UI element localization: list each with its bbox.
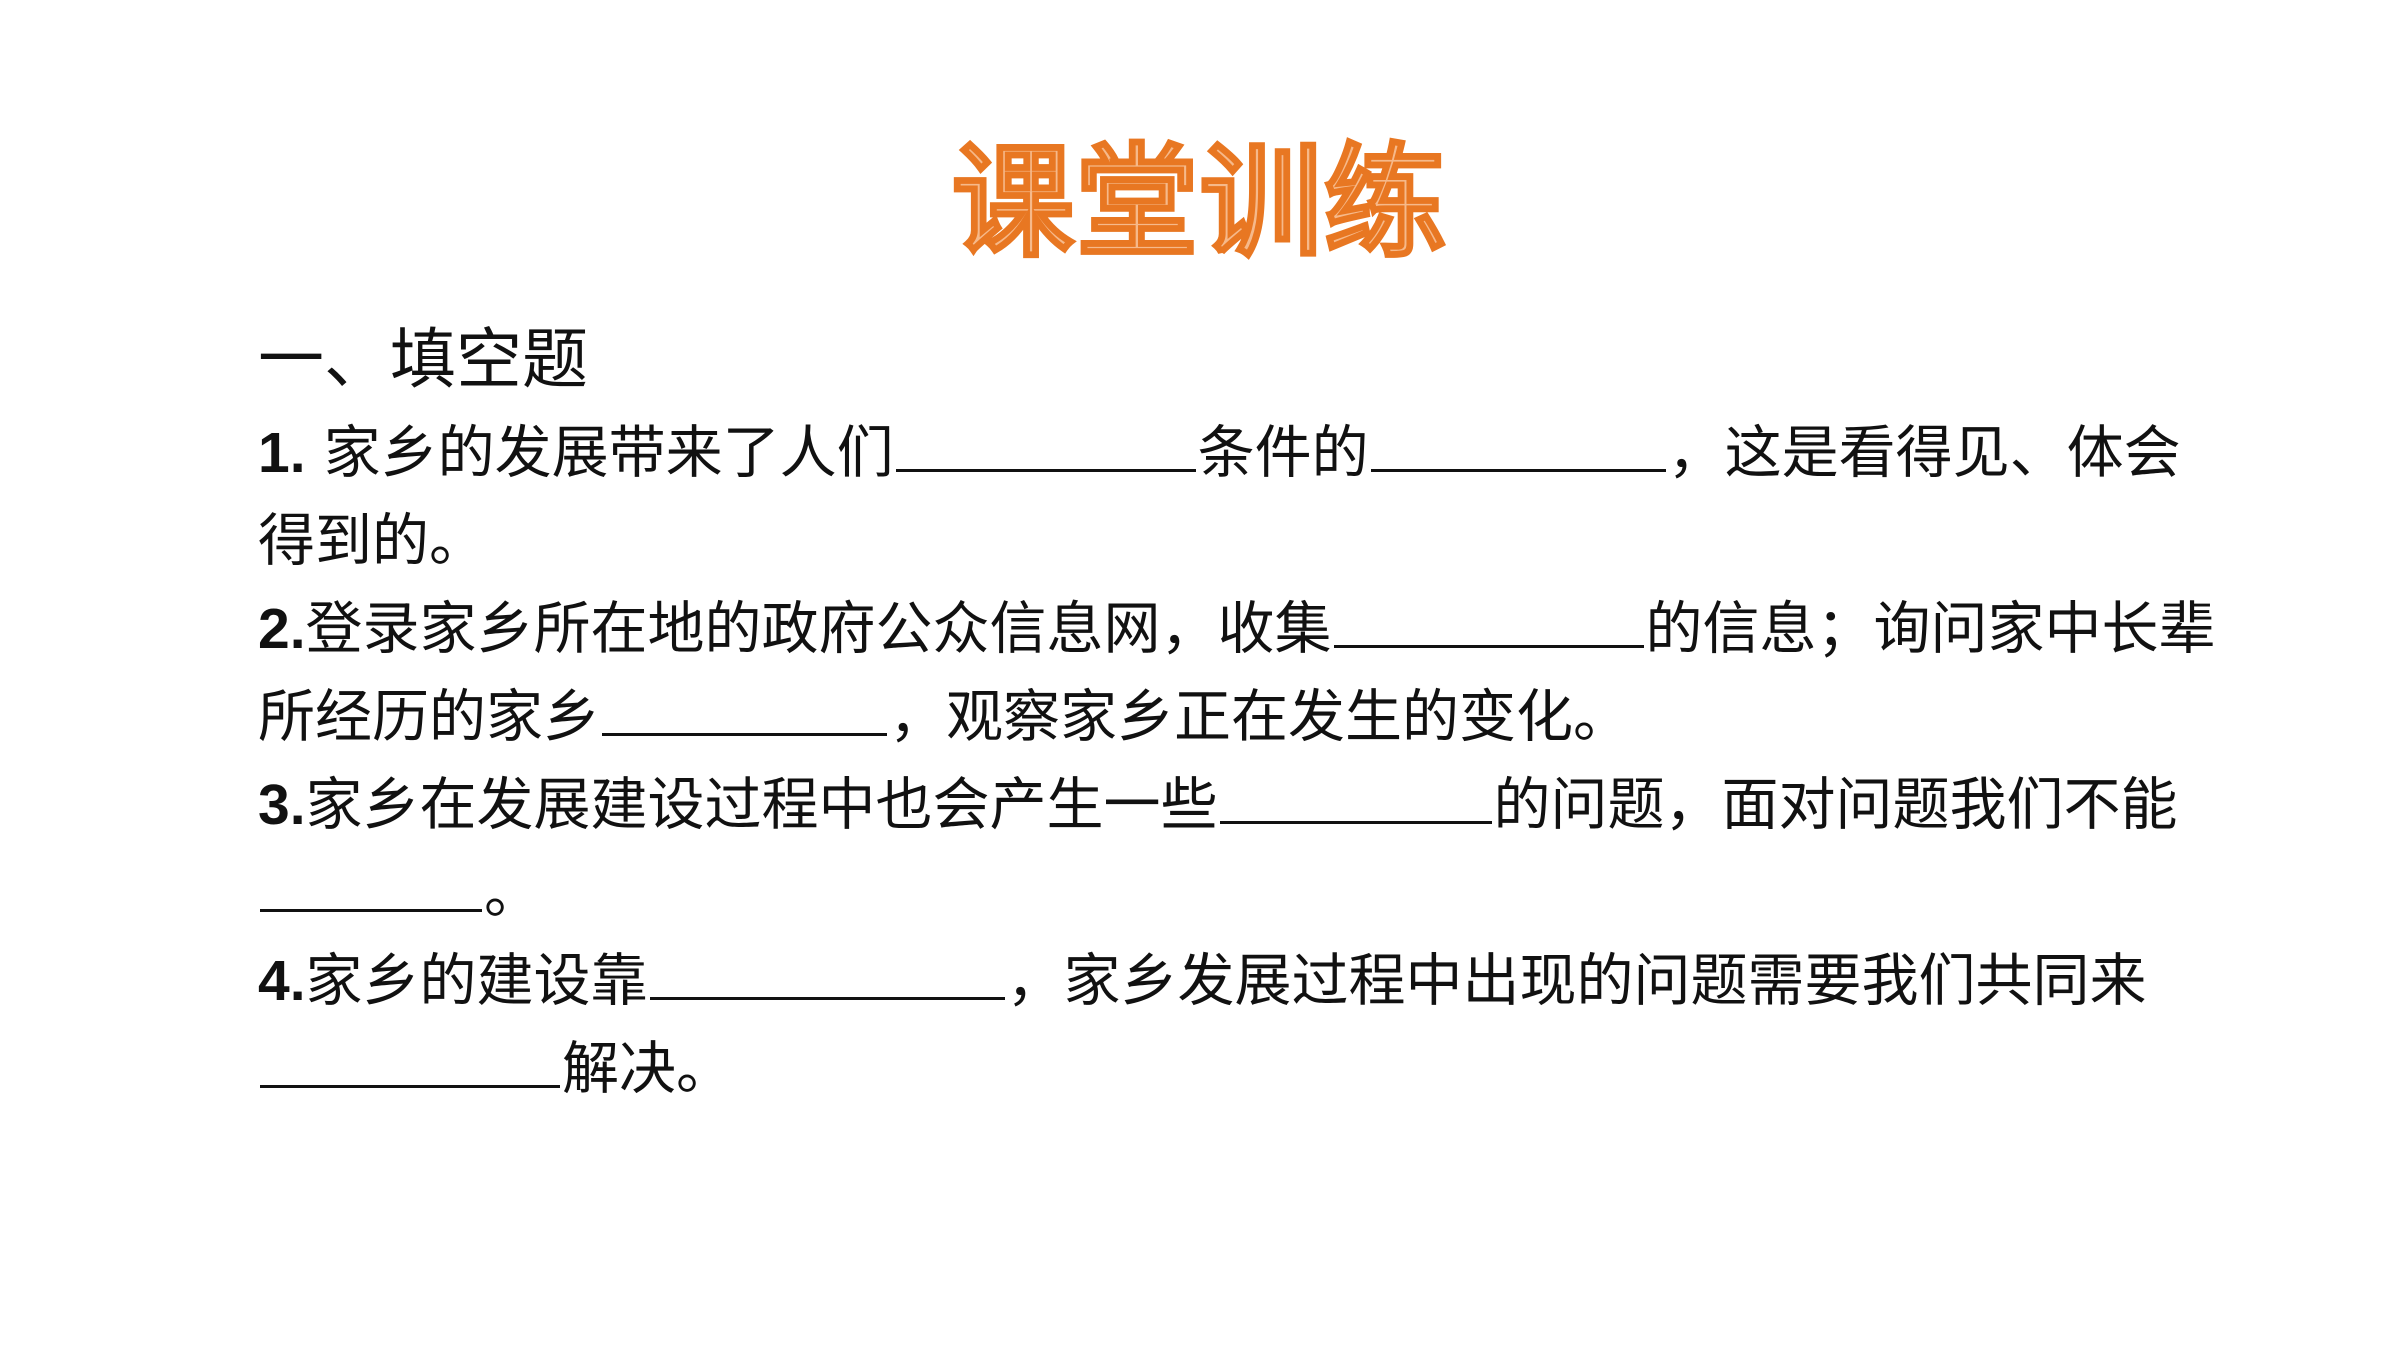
answer-blank[interactable] <box>895 409 1196 472</box>
question-2: 2.登录家乡所在地的政府公众信息网，收集的信息；询问家中长辈所经历的家乡，观察家… <box>258 585 2218 761</box>
question-text: 。 <box>484 860 541 926</box>
question-text: 家乡在发展建设过程中也会产生一些 <box>305 772 1218 838</box>
answer-blank[interactable] <box>1370 409 1666 472</box>
answer-blank[interactable] <box>602 673 887 736</box>
question-number: 3. <box>258 773 306 837</box>
question-4: 4.家乡的建设靠 ，家乡发展过程中出现的问题需要我们共同来解决。 <box>258 937 2218 1113</box>
answer-blank[interactable] <box>649 937 1005 1000</box>
question-text: ，家乡发展过程中出现的问题需要我们共同来 <box>1006 948 2147 1014</box>
question-text: 解决。 <box>562 1036 733 1102</box>
question-1: 1. 家乡的发展带来了人们 条件的，这是看得见、体会得到的。 <box>258 409 2218 585</box>
answer-blank[interactable] <box>1333 585 1644 648</box>
slide-content: 一、填空题 1. 家乡的发展带来了人们 条件的，这是看得见、体会得到的。 2.登录… <box>258 315 2218 1113</box>
question-number: 2. <box>258 597 306 661</box>
question-text: 登录家乡所在地的政府公众信息网，收集 <box>305 596 1332 662</box>
question-text: 的问题，面对问题我们不能 <box>1493 772 2178 838</box>
question-number: 1. <box>258 421 306 485</box>
answer-blank[interactable] <box>1219 761 1492 824</box>
question-number: 4. <box>258 949 306 1013</box>
slide-title: 课堂训练 <box>951 131 1448 276</box>
answer-blank[interactable] <box>260 1025 560 1088</box>
question-text: 家乡的发展带来了人们 <box>305 420 894 486</box>
question-text: 条件的 <box>1197 420 1369 486</box>
question-text: ，观察家乡正在发生的变化。 <box>889 684 1630 750</box>
answer-blank[interactable] <box>260 849 482 912</box>
question-text: 的信息；询问家中长辈所经历的家乡 <box>258 596 2216 750</box>
section-heading: 一、填空题 <box>258 321 588 398</box>
question-text: ，这是看得见、体会得到的。 <box>258 420 2181 574</box>
question-text: 家乡的建设靠 <box>305 948 648 1014</box>
question-3: 3.家乡在发展建设过程中也会产生一些 的问题，面对问题我们不能。 <box>258 761 2218 937</box>
